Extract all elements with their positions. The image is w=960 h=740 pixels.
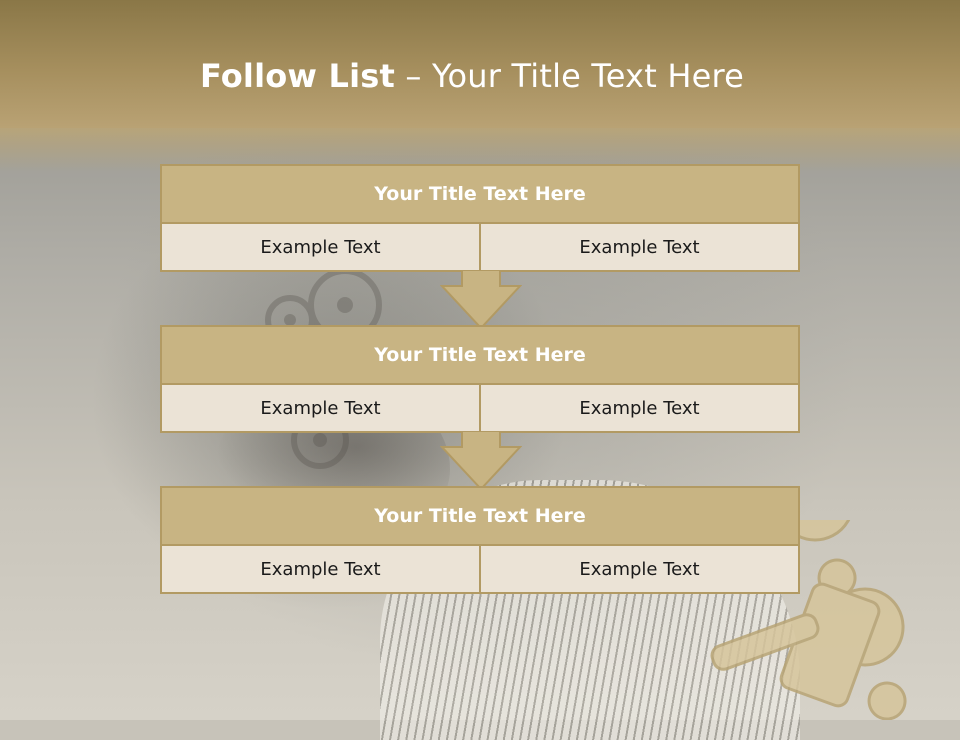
flow-box-1: Your Title Text Here Example Text Exampl… (160, 164, 800, 272)
flow-box-title: Your Title Text Here (162, 488, 798, 546)
flow-box-row: Example Text Example Text (162, 546, 798, 592)
flow-box-cell-left: Example Text (162, 385, 479, 431)
down-arrow-icon (440, 431, 522, 491)
flow-box-cell-right: Example Text (479, 546, 798, 592)
flow-box-cell-right: Example Text (479, 224, 798, 270)
flow-box-cell-left: Example Text (162, 546, 479, 592)
flow-box-2: Your Title Text Here Example Text Exampl… (160, 325, 800, 433)
flow-box-title: Your Title Text Here (162, 166, 798, 224)
slide-title-rest: – Your Title Text Here (395, 57, 745, 95)
header-band (0, 0, 960, 128)
flow-box-3: Your Title Text Here Example Text Exampl… (160, 486, 800, 594)
slide-title: Follow List – Your Title Text Here (0, 52, 944, 100)
flow-box-cell-left: Example Text (162, 224, 479, 270)
wind-up-key-icon (710, 520, 907, 720)
flow-box-cell-right: Example Text (479, 385, 798, 431)
down-arrow-icon (440, 270, 522, 330)
slide-title-bold: Follow List (199, 57, 396, 95)
flow-box-row: Example Text Example Text (162, 385, 798, 431)
flow-box-row: Example Text Example Text (162, 224, 798, 270)
flow-box-title: Your Title Text Here (162, 327, 798, 385)
